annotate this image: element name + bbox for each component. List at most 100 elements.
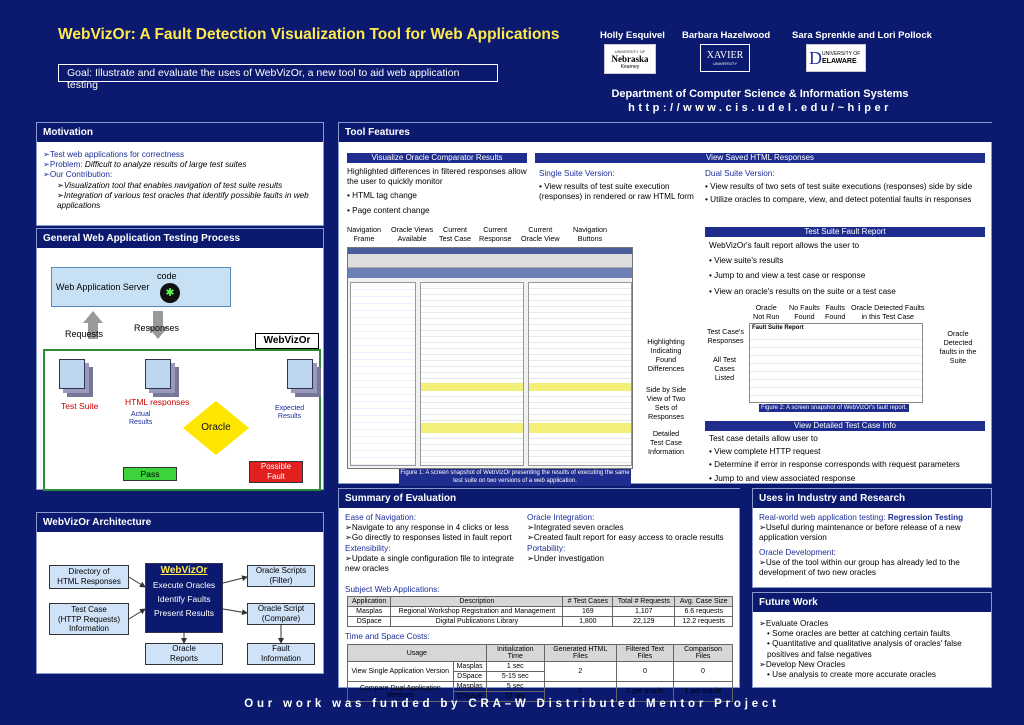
contribution-item: ➢Visualization tool that enables navigat…	[57, 180, 283, 190]
fault-report-screenshot: Fault Suite Report	[749, 323, 923, 403]
nebraska-logo: UNIVERSITY OF Nebraska Kearney	[604, 44, 656, 74]
motivation-panel: Motivation ➢Test web applications for co…	[36, 122, 324, 226]
oi-item: ➢Integrated seven oracles	[527, 523, 624, 533]
detail-text: Test case details allow user to • View c…	[709, 434, 960, 483]
goal-box: Goal: Illustrate and evaluate the uses o…	[58, 64, 498, 91]
requests-label: Requests	[65, 329, 104, 339]
features-title: Tool Features	[339, 123, 993, 142]
html-responses-label: HTML responses	[125, 397, 190, 407]
port-heading: Portability:	[527, 543, 566, 553]
poster-title: WebVizOr: A Fault Detection Visualizatio…	[58, 26, 560, 43]
motivation-item: ➢Test web applications for correctness	[43, 150, 185, 159]
ease-heading: Ease of Navigation:	[345, 513, 417, 522]
realworld-heading: Real-world web application testing:	[759, 513, 886, 522]
webvizor-label: WebVizOr	[255, 333, 319, 349]
subject-heading: Subject Web Applications:	[345, 585, 440, 594]
process-panel: General Web Application Testing Process …	[36, 228, 324, 491]
oi-heading: Oracle Integration:	[527, 513, 595, 522]
future-panel: Future Work ➢Evaluate Oracles • Some ora…	[752, 592, 992, 688]
author-2: Barbara Hazelwood	[682, 30, 771, 41]
motivation-title: Motivation	[37, 123, 323, 142]
xavier-logo: XAVIER UNIVERSITY	[700, 44, 750, 72]
ext-item: ➢Update a single configuration file to i…	[345, 553, 514, 574]
architecture-arrows	[128, 575, 284, 644]
future-subitem: • Some oracles are better at catching ce…	[767, 629, 951, 639]
ext-heading: Extensibility:	[345, 543, 391, 553]
visualize-bar: Visualize Oracle Comparator Results	[347, 153, 527, 163]
dual-suite: Dual Suite Version: • View results of tw…	[705, 169, 973, 205]
single-suite: Single Suite Version: • View results of …	[539, 169, 694, 202]
motivation-item: ➢Problem: Difficult to analyze results o…	[43, 160, 247, 170]
costs-heading: Time and Space Costs:	[345, 632, 430, 641]
evaluation-panel: Summary of Evaluation Ease of Navigation…	[338, 488, 741, 702]
future-subitem: • Quantitative and qualitative analysis …	[767, 639, 962, 659]
left-response-pane	[420, 282, 524, 466]
industry-panel: Uses in Industry and Research Real-world…	[752, 488, 992, 588]
future-item: ➢Develop New Oracles	[759, 659, 846, 669]
author-3: Sara Sprenkle and Lori Pollock	[792, 30, 932, 41]
visualize-text: Highlighted differences in filtered resp…	[347, 167, 527, 215]
features-panel: Tool Features Visualize Oracle Comparato…	[338, 122, 993, 486]
motivation-item: ➢Our Contribution:	[43, 170, 113, 180]
process-title: General Web Application Testing Process	[37, 229, 323, 248]
requests-arrow-icon	[83, 311, 103, 323]
responses-label: Responses	[134, 323, 180, 333]
detail-bar: View Detailed Test Case Info	[705, 421, 985, 431]
pass-box: Pass	[123, 467, 177, 481]
html-responses-icon	[145, 359, 171, 389]
oracle-scripts-box: Oracle Scripts(Filter)	[247, 565, 315, 587]
bug-icon: ✱	[160, 283, 180, 303]
test-suite-icon	[59, 359, 85, 389]
saved-bar: View Saved HTML Responses	[535, 153, 985, 163]
code-label: code	[157, 271, 177, 281]
webvizor-screenshot	[347, 247, 633, 469]
fault-report-bar: Test Suite Fault Report	[705, 227, 985, 237]
project-url: http://www.cis.udel.edu/~hiper	[628, 102, 892, 114]
oi-item: ➢Created fault report for easy access to…	[527, 533, 724, 543]
author-1: Holly Esquivel	[600, 30, 665, 41]
department: Department of Computer Science & Informa…	[590, 87, 930, 115]
oracle-dev-heading: Oracle Development:	[759, 547, 836, 557]
right-response-pane	[528, 282, 632, 466]
regression-testing: Regression Testing	[887, 513, 964, 522]
architecture-title: WebVizOr Architecture	[37, 513, 323, 532]
nav-frame	[350, 282, 416, 466]
figure-1-caption: Figure 1: A screen snapshot of WebVizOr …	[399, 469, 631, 486]
industry-title: Uses in Industry and Research	[753, 489, 991, 508]
contribution-item: ➢Integration of various test oracles tha…	[57, 190, 309, 211]
webvizor-frame	[43, 349, 321, 491]
responses-arrow-icon	[148, 327, 168, 339]
figure-2-caption: Figure 2: A screen snapshot of WebVizOr'…	[759, 404, 909, 412]
future-subitem: • Use analysis to create more accurate o…	[767, 670, 936, 680]
ease-item: ➢Go directly to responses listed in faul…	[345, 533, 512, 543]
web-server-box: Web Application Server	[51, 267, 231, 307]
fault-report-text: WebVizOr's fault report allows the user …	[709, 241, 896, 296]
